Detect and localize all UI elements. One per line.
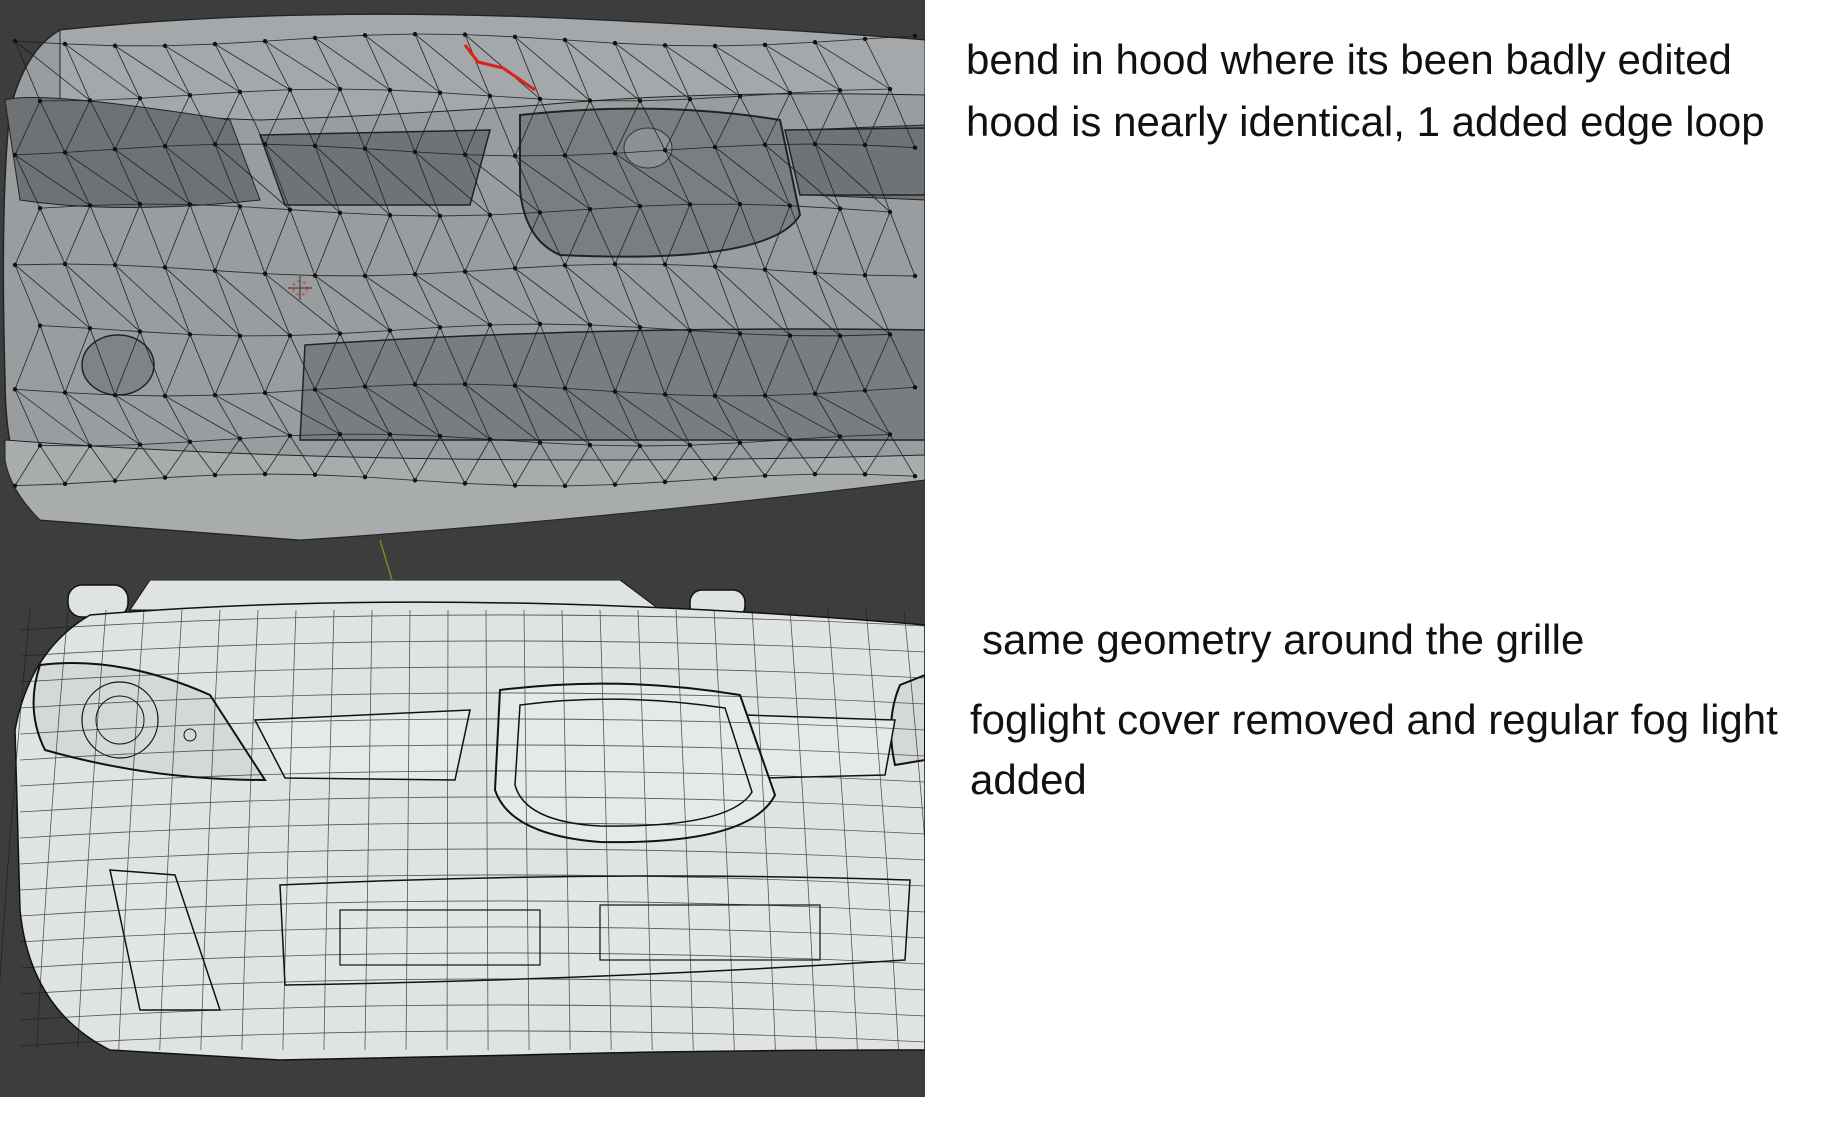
annotation-hood-bend: bend in hood where its been badly edited [966, 36, 1732, 83]
annotation-foglight: foglight cover removed and regular fog l… [970, 696, 1778, 803]
new-car-front-render [0, 580, 925, 1061]
edit-mark-line [463, 44, 536, 92]
viewport-new-mesh[interactable] [0, 580, 925, 1097]
3d-cursor-icon [288, 276, 312, 300]
original-car-front-render [2, 13, 925, 580]
annotation-grille-geometry: same geometry around the grille [982, 616, 1585, 663]
annotation-hood-identical: hood is nearly identical, 1 added edge l… [966, 98, 1765, 145]
viewport-original-mesh[interactable] [0, 0, 925, 580]
